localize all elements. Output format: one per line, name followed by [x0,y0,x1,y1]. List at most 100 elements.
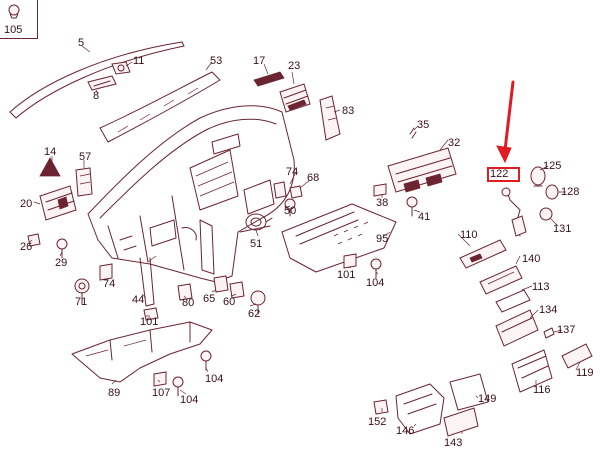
callout-23[interactable]: 23 [288,60,301,72]
callout-89[interactable]: 89 [108,387,121,399]
part-89-lower-panel [71,321,213,383]
callout-41[interactable]: 41 [418,211,431,223]
part-101-clip-right [343,253,357,269]
part-104-screw-a [200,350,212,371]
part-38-clip [373,183,387,197]
callout-104-bottom[interactable]: 104 [180,394,199,406]
callout-119[interactable]: 119 [576,367,594,379]
callout-116[interactable]: 116 [533,384,551,396]
part-101-clip-left [143,307,159,321]
part-131-bulb [539,207,553,221]
callout-68[interactable]: 68 [307,172,320,184]
callout-140[interactable]: 140 [522,253,541,265]
callout-83[interactable]: 83 [342,105,355,117]
part-116-ashtray-housing [511,349,553,393]
part-41-screw [406,196,418,217]
callout-137[interactable]: 137 [557,324,576,336]
callout-149[interactable]: 149 [478,393,497,405]
main-dashboard-body [87,105,295,283]
callout-107[interactable]: 107 [152,387,171,399]
part-32-center-vent [387,147,457,193]
part-110-switch-bar [459,239,507,269]
callout-8[interactable]: 8 [93,90,100,102]
part-74-clip-left [99,263,113,281]
callout-53[interactable]: 53 [210,55,223,67]
callout-26[interactable]: 26 [20,241,33,253]
callout-104-middle[interactable]: 104 [205,373,224,385]
part-5-trim-strip [9,41,185,119]
callout-125[interactable]: 125 [543,160,562,172]
callout-146[interactable]: 146 [396,425,415,437]
highlighted-part-label[interactable]: 122 [490,168,509,180]
callout-71[interactable]: 71 [75,296,88,308]
callout-29[interactable]: 29 [55,257,68,269]
corner-part-icon [8,4,20,19]
part-140-panel [479,265,523,295]
callout-74-right[interactable]: 74 [286,166,299,178]
callout-60[interactable]: 60 [223,296,236,308]
part-113-cover [495,289,531,313]
part-107-clip [153,371,167,387]
part-152-clip [373,399,389,415]
callout-143[interactable]: 143 [444,437,463,449]
part-146-console-bracket [395,383,445,435]
callout-44[interactable]: 44 [132,294,145,306]
part-80-switch [177,283,193,301]
part-60-switch [229,281,245,299]
callout-95[interactable]: 95 [376,233,389,245]
part-104-screw-b [172,376,184,397]
callout-20[interactable]: 20 [20,198,33,210]
part-57-switch-block [75,167,93,197]
part-137-spring [543,327,555,339]
part-8-bracket [87,75,117,91]
callout-110[interactable]: 110 [460,229,478,241]
callout-32[interactable]: 32 [448,137,461,149]
callout-35[interactable]: 35 [417,119,430,131]
callout-11[interactable]: 11 [133,55,145,67]
callout-17[interactable]: 17 [253,55,266,67]
callout-65[interactable]: 65 [203,293,216,305]
part-125-bulb [530,166,546,187]
part-104-screw-c [370,258,382,279]
part-149-mat [449,373,489,411]
part-20-left-vent [39,185,77,221]
part-134-ashtray [495,309,539,347]
part-119-insert [561,343,593,369]
callout-5[interactable]: 5 [78,37,85,49]
part-122-bulb-holder [501,187,527,237]
part-11-clip [111,61,131,75]
part-14-cone-cap [39,157,61,177]
callout-57[interactable]: 57 [79,151,92,163]
callout-131[interactable]: 131 [553,223,572,235]
callout-152[interactable]: 152 [368,416,387,428]
callout-80[interactable]: 80 [182,297,195,309]
corner-part-label: 105 [4,24,23,36]
highlight-arrow [496,80,515,164]
callout-128[interactable]: 128 [561,186,580,198]
part-23-side-vent [279,83,311,113]
callout-14[interactable]: 14 [44,146,57,158]
leader-lines [29,45,581,434]
part-50-screw [284,198,296,217]
callout-50[interactable]: 50 [284,205,297,217]
part-26-clip [27,233,41,247]
part-95-glovebox [281,203,397,273]
part-83-cover [319,95,341,141]
callout-51[interactable]: 51 [250,238,263,250]
corner-reference-box [0,0,38,39]
callout-101-left[interactable]: 101 [140,316,159,328]
callout-113[interactable]: 113 [532,281,550,293]
part-74-bracket-right [273,181,287,199]
part-68-clip [289,185,303,199]
part-29-screw [56,238,68,259]
callout-38[interactable]: 38 [376,197,389,209]
part-65-switch [213,275,229,293]
callout-74-left[interactable]: 74 [103,278,116,290]
part-17-vent-trim [253,71,285,87]
callout-62[interactable]: 62 [248,308,261,320]
callout-104-right[interactable]: 104 [366,277,385,289]
callout-134[interactable]: 134 [539,304,558,316]
callout-101-right[interactable]: 101 [337,269,356,281]
